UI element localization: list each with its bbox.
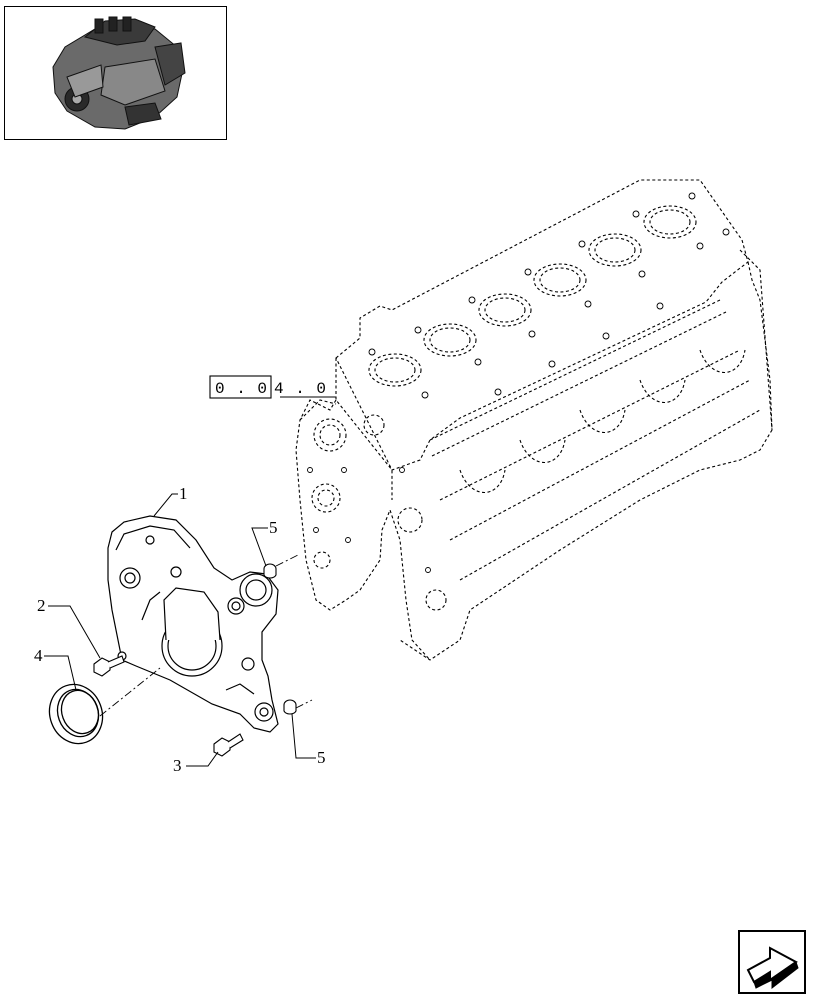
callout-5-lower: 5 [317, 748, 326, 767]
bolt-part-2[interactable] [93, 655, 125, 677]
plug-part-5-upper[interactable] [263, 563, 277, 579]
engine-thumbnail [4, 6, 227, 140]
engine-overview-icon [52, 16, 186, 130]
next-page-arrow-icon [746, 946, 799, 990]
engine-block-bolt-holes [307, 192, 730, 573]
bolt-part-3[interactable] [213, 733, 244, 757]
assembly-axis-lines [99, 553, 313, 717]
next-page-button[interactable] [738, 930, 806, 994]
engine-block-outline [295, 179, 773, 661]
callout-5-upper: 5 [269, 518, 278, 537]
callout-3: 3 [173, 756, 182, 775]
callout-4: 4 [34, 646, 43, 665]
plug-part-5-lower[interactable] [283, 699, 297, 715]
reference-box-frame [209, 375, 272, 399]
reference-rest-text: 4 . 0 [274, 380, 327, 398]
timing-cover-part-1[interactable] [107, 515, 279, 733]
leader-lines [44, 493, 316, 767]
callout-1: 1 [179, 484, 188, 503]
reference-boxed-text: 0 . 0 [215, 380, 268, 398]
callout-2: 2 [37, 596, 46, 615]
cross-reference-label[interactable]: 0 . 0 4 . 0 [209, 375, 336, 399]
seal-ring-part-4[interactable] [41, 677, 110, 751]
